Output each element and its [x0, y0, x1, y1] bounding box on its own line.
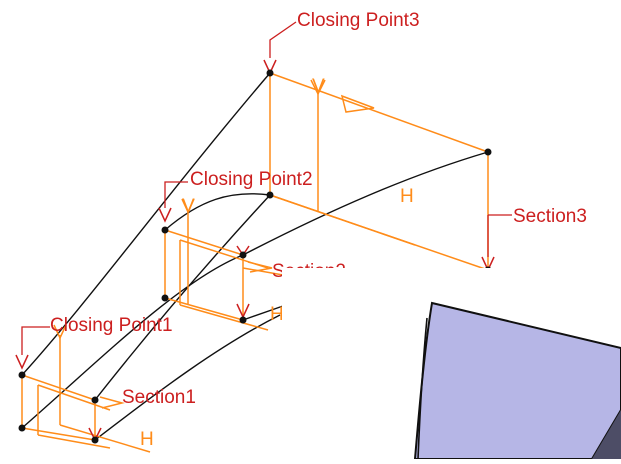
section3-axis-arrows	[263, 59, 495, 272]
closing-point2-label: Closing Point2	[190, 169, 313, 190]
section3-v-label: V	[312, 76, 325, 97]
axis-letters: H V H V H	[140, 76, 414, 450]
section3-profile[interactable]	[269, 72, 489, 271]
vertex-point	[266, 69, 274, 77]
vertex-point	[18, 424, 26, 432]
section3-h-label: H	[400, 186, 414, 207]
guide-curve-5	[242, 151, 489, 256]
closing-point3-label: Closing Point3	[297, 10, 420, 31]
section1-label: Section1	[122, 387, 196, 408]
section3-label: Section3	[513, 206, 587, 227]
section1-h-label: H	[140, 429, 154, 450]
surface-bottom-face	[592, 410, 621, 459]
section2-h-label: H	[270, 304, 284, 325]
label-leaders	[21, 21, 512, 355]
vertex-point	[484, 148, 492, 156]
vertex-point	[161, 294, 169, 302]
section2-profile[interactable]	[164, 212, 284, 331]
vertex-point	[18, 371, 26, 379]
occluding-strip	[255, 278, 295, 290]
guide-curves	[21, 72, 489, 441]
vertex-point	[161, 226, 169, 234]
section1-axis-arrows	[15, 324, 125, 442]
section2-v-label: V	[182, 196, 195, 217]
guide-curve-6	[164, 193, 271, 231]
guide-curve-7	[242, 305, 284, 321]
solid-surface[interactable]	[413, 301, 621, 460]
closing-point1-label: Closing Point1	[50, 315, 173, 336]
vertex-point	[239, 251, 247, 259]
vertex-point	[91, 436, 99, 444]
vertex-point	[266, 191, 274, 199]
guide-curve-3	[21, 254, 244, 429]
vertex-points[interactable]	[18, 69, 492, 444]
vertex-point	[239, 316, 247, 324]
vertex-point	[91, 396, 99, 404]
section1-profile[interactable]	[21, 335, 151, 453]
section2-axis-arrows	[158, 198, 273, 319]
surface-edge-highlight	[417, 317, 428, 460]
guide-curve-1	[21, 72, 271, 376]
